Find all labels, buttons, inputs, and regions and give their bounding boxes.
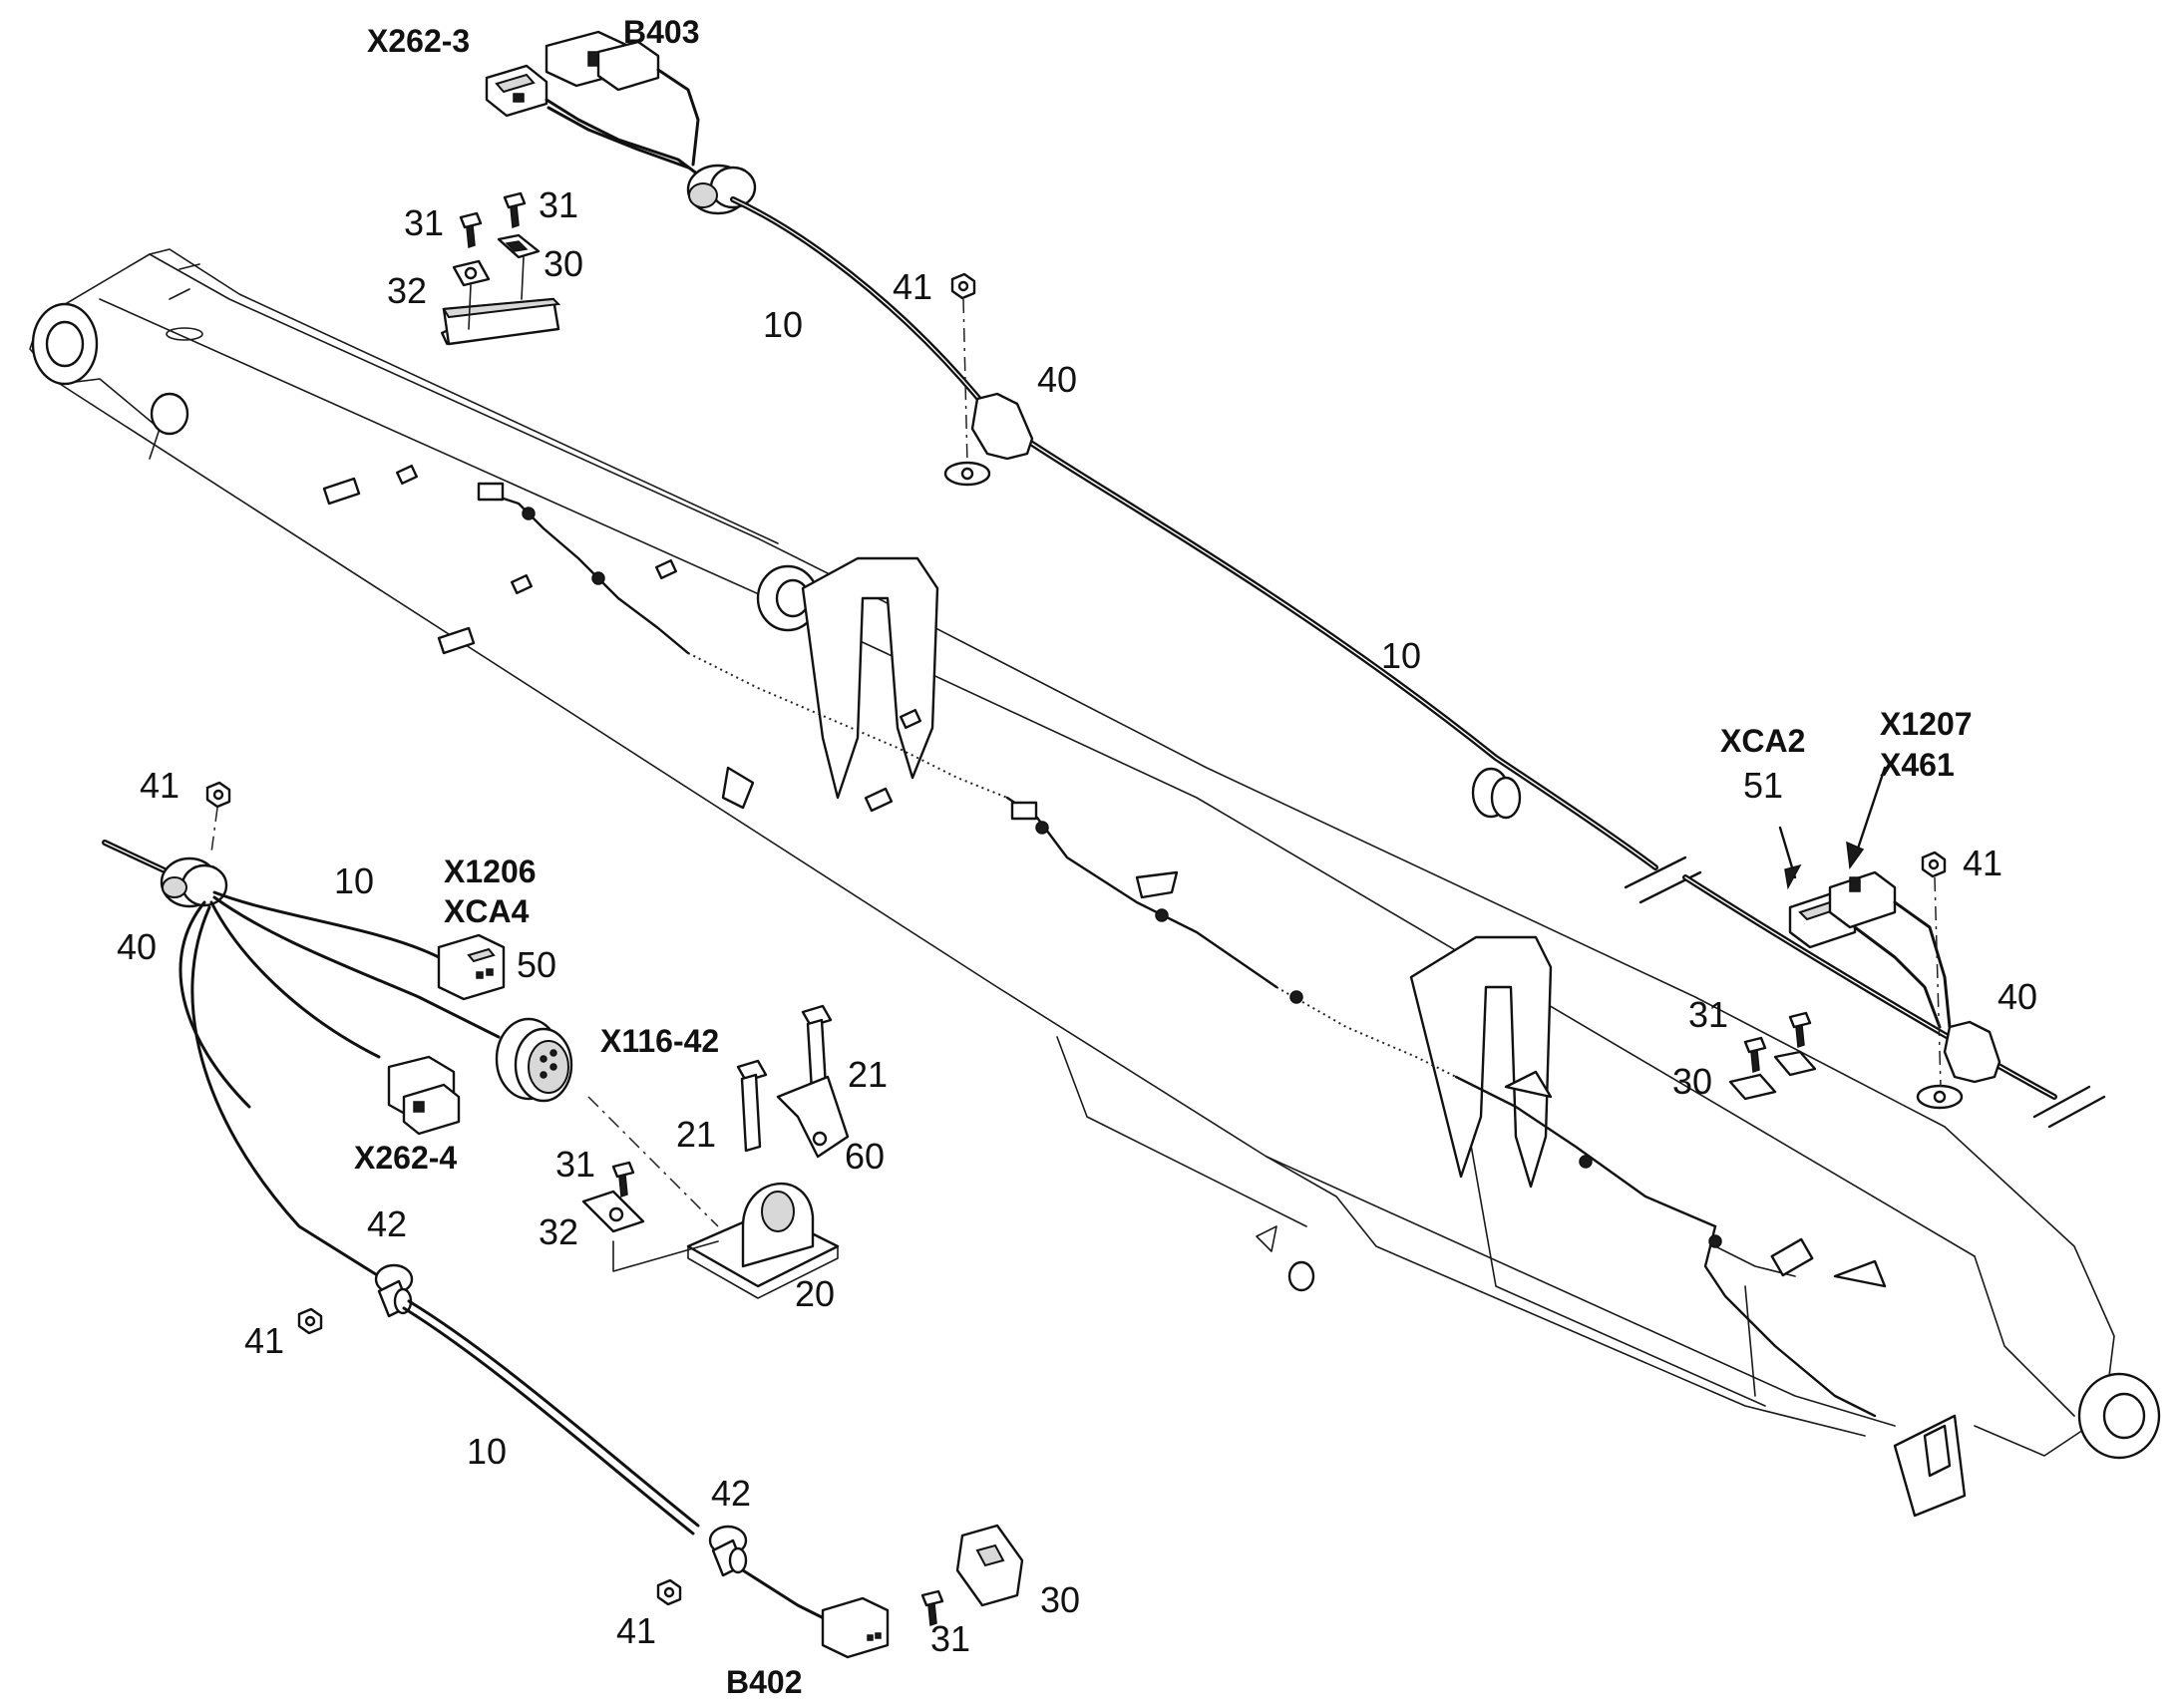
boom-arm <box>29 248 2161 1518</box>
label-30-c: 30 <box>1040 1579 1080 1620</box>
label-10-d: 10 <box>467 1431 507 1472</box>
label-30-a: 30 <box>544 243 583 284</box>
label-60: 60 <box>845 1136 885 1177</box>
grommet-40-lower <box>160 856 228 908</box>
grommet-mid <box>1471 767 1522 820</box>
connector-b402 <box>821 1596 890 1659</box>
label-31-b: 31 <box>539 184 578 225</box>
bracket-assembly <box>581 1004 850 1299</box>
label-41-a: 41 <box>893 266 932 307</box>
label-10-c: 10 <box>334 860 374 901</box>
label-x116-42: X116-42 <box>600 1023 719 1059</box>
label-21-a: 21 <box>848 1054 888 1095</box>
label-x262-3: X262-3 <box>367 23 470 59</box>
label-42-b: 42 <box>711 1473 751 1514</box>
label-x461: X461 <box>1880 747 1955 783</box>
fasteners-right <box>1728 1011 1817 1101</box>
nut-41-right <box>1921 851 1947 1088</box>
label-32-b: 32 <box>539 1211 578 1252</box>
plate-assembly-top <box>442 191 561 346</box>
fasteners-bottom <box>920 1524 1024 1627</box>
label-10-a: 10 <box>763 304 803 345</box>
label-x1207: X1207 <box>1880 706 1973 742</box>
label-41-b: 41 <box>1963 843 2002 883</box>
clip-42-upper <box>374 1263 414 1318</box>
labels: X262-3 B403 31 31 30 32 10 41 40 10 XCA2… <box>117 14 2037 1700</box>
clip-42-lower <box>708 1525 748 1577</box>
right-connectors <box>1778 766 1952 1029</box>
nut-41-top <box>950 272 976 465</box>
label-42-a: 42 <box>367 1203 407 1244</box>
label-x1206: X1206 <box>444 854 537 889</box>
top-harness <box>485 30 2106 1129</box>
label-40-b: 40 <box>1998 976 2037 1017</box>
label-40-a: 40 <box>1037 359 1077 400</box>
label-51: 51 <box>1743 765 1783 806</box>
connector-x262-4 <box>387 1055 461 1136</box>
label-50: 50 <box>517 944 556 985</box>
label-41-e: 41 <box>616 1610 656 1651</box>
label-40-c: 40 <box>117 926 157 967</box>
internal-boom-wiring <box>477 482 1877 1418</box>
connector-x116-42 <box>495 1017 573 1103</box>
label-10-b: 10 <box>1381 635 1421 676</box>
label-xca4: XCA4 <box>444 893 530 929</box>
clamp-40-right <box>1916 1020 2001 1110</box>
label-31-e: 31 <box>930 1618 970 1659</box>
clamp-40-top <box>943 392 1034 487</box>
label-20: 20 <box>795 1273 835 1314</box>
label-21-b: 21 <box>676 1114 716 1155</box>
label-x262-4: X262-4 <box>354 1140 457 1176</box>
label-31-a: 31 <box>404 202 444 243</box>
connector-x1206 <box>437 933 506 1001</box>
label-31-c: 31 <box>1688 994 1728 1035</box>
label-41-d: 41 <box>244 1320 284 1361</box>
connector-x262-3 <box>485 64 548 118</box>
connector-b403 <box>545 30 660 92</box>
label-32-a: 32 <box>387 270 427 311</box>
label-b402: B402 <box>726 1664 803 1700</box>
label-b403: B403 <box>623 14 700 50</box>
label-31-d: 31 <box>555 1144 595 1185</box>
label-xca2: XCA2 <box>1720 723 1805 759</box>
label-41-c: 41 <box>140 765 180 806</box>
lower-harness <box>102 781 890 1659</box>
label-30-b: 30 <box>1672 1061 1712 1102</box>
